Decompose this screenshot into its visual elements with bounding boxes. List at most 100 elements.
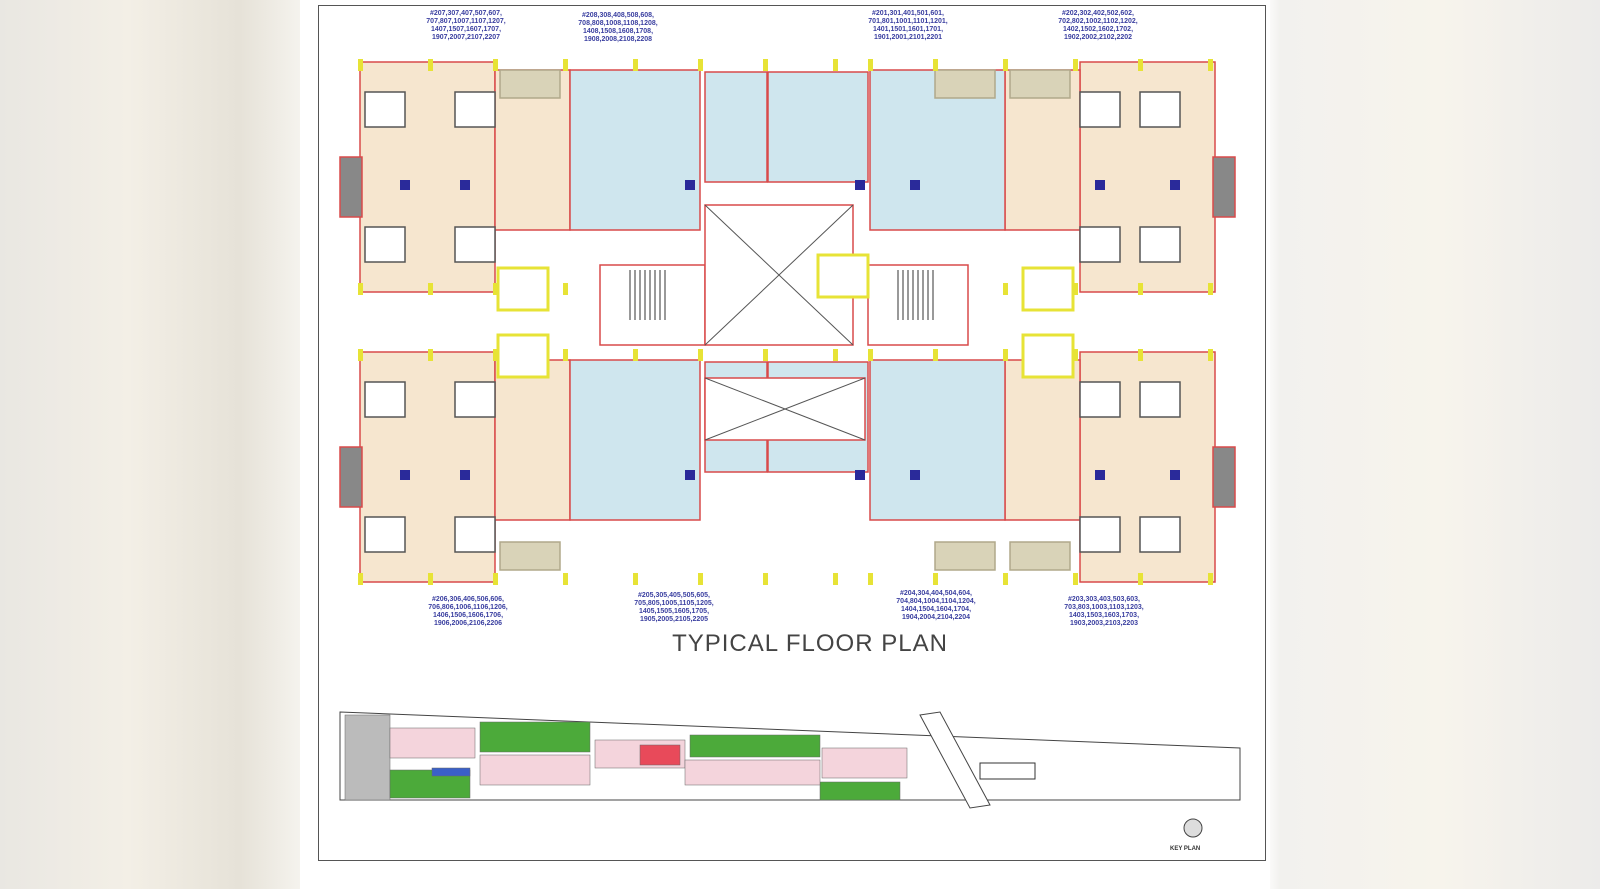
unit-line: 1903,2003,2103,2203	[1069, 620, 1139, 627]
lift	[496, 266, 550, 312]
unit-label-bottom-4: #203,303,403,503,603,703,803,1003,1103,1…	[1034, 596, 1174, 628]
unit-line: #202,302,402,502,602,	[1061, 10, 1134, 17]
balcony-block	[339, 156, 363, 218]
column	[633, 349, 638, 361]
key-plan-block	[979, 762, 1036, 780]
unit-line: 1908,2008,2108,2208	[583, 36, 653, 43]
unit-line: 1408,1508,1608,1708,	[582, 28, 654, 35]
column	[1208, 283, 1213, 295]
key-plan-block	[684, 759, 821, 786]
unit-line: 1907,2007,2107,2207	[431, 34, 501, 41]
fixture-icon	[1095, 470, 1105, 480]
fixture-icon	[1095, 180, 1105, 190]
column	[1138, 573, 1143, 585]
balcony-block	[499, 69, 561, 99]
room-label-box	[364, 91, 406, 128]
column	[633, 59, 638, 71]
column	[493, 59, 498, 71]
column	[1073, 59, 1078, 71]
column	[428, 349, 433, 361]
unit-label-bottom-3: #204,304,404,504,604,704,804,1004,1104,1…	[866, 590, 1006, 622]
column	[428, 59, 433, 71]
unit-line: 1401,1501,1601,1701,	[872, 26, 944, 33]
balcony-block	[339, 446, 363, 508]
column	[933, 59, 938, 71]
unit-label-bottom-1: #206,306,406,506,606,706,806,1006,1106,1…	[398, 596, 538, 628]
room-label-box	[364, 381, 406, 418]
column	[563, 573, 568, 585]
unit-block	[704, 71, 768, 183]
fixture-icon	[685, 470, 695, 480]
shaft-cross	[704, 377, 866, 441]
column	[428, 283, 433, 295]
fixture-icon	[910, 180, 920, 190]
key-plan-block	[431, 767, 471, 777]
unit-line: 1904,2004,2104,2204	[901, 614, 971, 621]
column	[563, 59, 568, 71]
unit-line: 1404,1504,1604,1704,	[900, 606, 972, 613]
unit-line: 1906,2006,2106,2206	[433, 620, 503, 627]
unit-line: 1402,1502,1602,1702,	[1062, 26, 1134, 33]
room-label-box	[1139, 381, 1181, 418]
unit-line: 708,808,1008,1108,1208,	[578, 20, 658, 27]
north-arrow-icon	[1183, 818, 1203, 838]
column	[1073, 573, 1078, 585]
unit-line: 1905,2005,2105,2205	[639, 616, 709, 623]
column	[1073, 349, 1078, 361]
fixture-icon	[400, 180, 410, 190]
unit-line: 706,806,1006,1106,1206,	[428, 604, 508, 611]
room-label-box	[454, 381, 496, 418]
unit-line: #208,308,408,508,608,	[581, 12, 654, 19]
balcony-block	[1009, 69, 1071, 99]
column	[1003, 573, 1008, 585]
column	[1208, 349, 1213, 361]
column	[1138, 283, 1143, 295]
balcony-block	[1009, 541, 1071, 571]
balcony-block	[934, 69, 996, 99]
lift	[1021, 333, 1075, 379]
plan-title: TYPICAL FLOOR PLAN	[672, 630, 948, 657]
column	[633, 573, 638, 585]
column	[1208, 59, 1213, 71]
column	[833, 573, 838, 585]
key-plan-block	[389, 727, 476, 759]
unit-block	[494, 359, 571, 521]
fixture-icon	[855, 470, 865, 480]
column	[833, 59, 838, 71]
column	[833, 349, 838, 361]
road	[919, 711, 991, 809]
unit-line: #201,301,401,501,601,	[871, 10, 944, 17]
key-plan-block	[819, 781, 901, 801]
column	[493, 283, 498, 295]
balcony-block	[1212, 446, 1236, 508]
column	[868, 59, 873, 71]
lift	[1021, 266, 1075, 312]
room-label-box	[1079, 516, 1121, 553]
unit-line: 701,801,1001,1101,1201,	[868, 18, 948, 25]
unit-line: 1407,1507,1607,1707,	[430, 26, 502, 33]
unit-line: 1406,1506,1606,1706,	[432, 612, 504, 619]
column	[698, 349, 703, 361]
column	[358, 573, 363, 585]
unit-line: 1403,1503,1603,1703,	[1068, 612, 1140, 619]
column	[933, 573, 938, 585]
unit-line: #207,307,407,507,607,	[429, 10, 502, 17]
column	[493, 349, 498, 361]
unit-line: #204,304,404,504,604,	[899, 590, 972, 597]
key-plan-block	[821, 747, 908, 779]
unit-label-top-2: #208,308,408,508,608,708,808,1008,1108,1…	[548, 12, 688, 44]
unit-block	[1004, 359, 1081, 521]
unit-line: 704,804,1004,1104,1204,	[896, 598, 976, 605]
fixture-icon	[460, 470, 470, 480]
fixture-icon	[855, 180, 865, 190]
staircase	[599, 264, 706, 346]
column	[933, 349, 938, 361]
column	[1138, 59, 1143, 71]
room-label-box	[454, 91, 496, 128]
room-label-box	[454, 226, 496, 263]
balcony-block	[1212, 156, 1236, 218]
fixture-icon	[1170, 180, 1180, 190]
column	[1003, 283, 1008, 295]
lift	[816, 253, 870, 299]
